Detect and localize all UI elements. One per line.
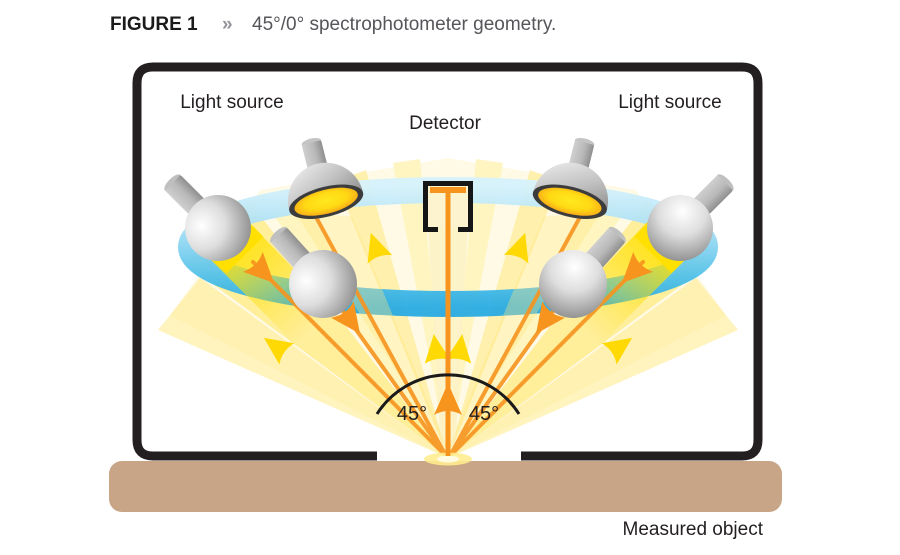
- lamp-icon-mid-right: [539, 226, 626, 318]
- detector-label: Detector: [409, 113, 481, 134]
- lamp-icon-mid-left: [270, 226, 357, 318]
- measured-object-slab: [109, 461, 782, 512]
- angle-label-right: 45°: [469, 403, 499, 425]
- lamp-icon-outer-right: [634, 174, 734, 274]
- instrument-box-frame: [132, 62, 763, 461]
- light-source-label-right: Light source: [618, 92, 722, 113]
- figure-number: FIGURE 1: [110, 14, 198, 35]
- lamp-icon-outer-left: [164, 174, 264, 274]
- lamp-icon-upper-right: [532, 137, 609, 219]
- detector-bracket-icon: [423, 181, 473, 456]
- figure-title: FIGURE 1 » 45°/0° spectrophotometer geom…: [110, 14, 556, 35]
- chevron-separator-icon: »: [222, 14, 233, 35]
- angle-arc: [375, 373, 521, 415]
- measured-object-label: Measured object: [623, 519, 764, 540]
- sample-glow: [424, 452, 472, 466]
- light-source-label-left: Light source: [180, 92, 284, 113]
- lamp-icon-upper-left: [287, 137, 364, 219]
- figure-caption: 45°/0° spectrophotometer geometry.: [252, 14, 556, 35]
- arrow-up-icon-center: [434, 383, 462, 415]
- angle-label-left: 45°: [397, 403, 427, 425]
